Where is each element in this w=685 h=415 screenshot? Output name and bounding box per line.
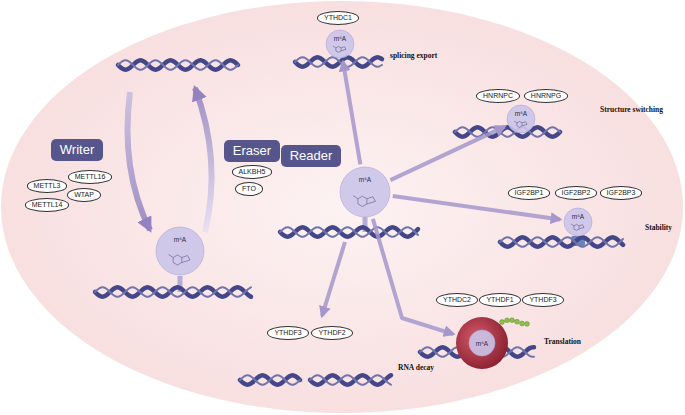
protein-pill: IGF2BP1 [508,186,551,199]
rna-strand [240,375,300,384]
node-text: m⁶A [174,236,186,243]
peptide-bead [525,322,530,327]
m6a-circle-shape [339,166,391,218]
rna-strand [500,237,623,246]
node-text: METTL3 [34,182,61,190]
node-text: YTHDC1 [324,14,352,22]
node-text: ALKBH5 [239,168,266,176]
m6a-circle: m⁶A [325,29,355,59]
node-text: m⁶A [359,176,371,183]
reader-arrow [343,62,360,165]
node-text: m⁶A [572,213,584,220]
node-text: HNRNPC [483,92,513,100]
rna-strand [240,375,300,384]
reader-arrow [390,127,504,181]
rna-strand [500,237,623,246]
node-text: Writer [60,142,94,158]
peptide-bead [500,320,505,325]
node-text: YTHDC2 [443,296,471,304]
peptide-bead [520,321,525,326]
protein-pill: METTL16 [68,170,113,183]
m6a-circle: m⁶A [506,104,536,134]
m6a-circle-shape [506,104,536,134]
node-text: HNRNPG [531,92,561,100]
process-label: RNA decay [398,363,434,372]
node-text: FTO [242,185,256,193]
node-text: IGF2BP1 [515,189,544,197]
node-text: m⁶A [515,110,527,117]
node-text: Reader [290,148,333,164]
reader-arrow [373,219,453,334]
protein-pill: IGF2BP2 [555,186,598,199]
role-box: Eraser [224,140,280,162]
rna-strand [455,127,560,136]
role-box: Writer [51,139,103,161]
rna-strand [310,375,391,384]
decay-arrow [322,242,345,316]
node-text: Eraser [233,143,271,159]
m6a-circle-shape [155,226,205,276]
peptide-bead [515,319,520,324]
node-text: YTHDF1 [486,296,513,304]
rna-strand [310,375,391,384]
peptide-bead [505,318,510,323]
protein-pill: YTHDC1 [317,11,359,24]
node-text: WTAP [74,191,94,199]
m6a-circle: m⁶A [339,166,391,218]
protein-pill: IGF2BP3 [600,186,643,199]
process-label: Structure switching [600,105,663,114]
node-text: IGF2BP2 [562,189,591,197]
rna-strand [295,57,382,66]
protein-pill: YTHDF3 [522,293,563,306]
protein-pill: FTO [235,182,263,195]
rna-strand [95,287,251,296]
node-text: YTHDF2 [318,329,345,337]
rna-strand [118,60,238,69]
node-text: METTL14 [32,201,63,209]
m6a-circle-shape [563,207,593,237]
protein-pill: ALKBH5 [232,165,273,178]
protein-pill: HNRNPC [476,89,520,102]
process-label: Translation [544,337,581,346]
protein-pill: YTHDF2 [311,326,352,339]
node-text: IGF2BP3 [607,189,636,197]
writer-arrow [128,92,151,230]
process-label: splicing export [390,51,437,60]
role-box: Reader [281,145,342,167]
protein-pill: YTHDF1 [479,293,520,306]
protein-pill: HNRNPG [524,89,568,102]
m6a-circle-shape [325,29,355,59]
protein-pill: METTL3 [27,179,68,192]
rna-strand [95,287,251,296]
rna-strand [295,57,382,66]
protein-pill: WTAP [67,188,101,201]
node-text: YTHDF3 [529,296,556,304]
m6a-circle: m⁶A [155,226,205,276]
rna-strand [280,227,418,236]
rna-strand [280,227,418,236]
node-text: YTHDF3 [274,329,301,337]
node-text: m⁶A [476,340,488,347]
eraser-arrow [195,88,212,232]
ribosome-m6a: m⁶A [455,316,509,370]
rna-strand [455,127,560,136]
protein-pill: METTL14 [25,198,70,211]
peptide-bead [510,318,515,323]
protein-pill: YTHDC2 [436,293,478,306]
process-label: Stability [645,223,672,232]
m6a-circle: m⁶A [563,207,593,237]
node-text: m⁶A [334,35,346,42]
protein-pill: YTHDF3 [267,326,308,339]
node-text: METTL16 [75,173,106,181]
rna-strand [118,60,238,69]
